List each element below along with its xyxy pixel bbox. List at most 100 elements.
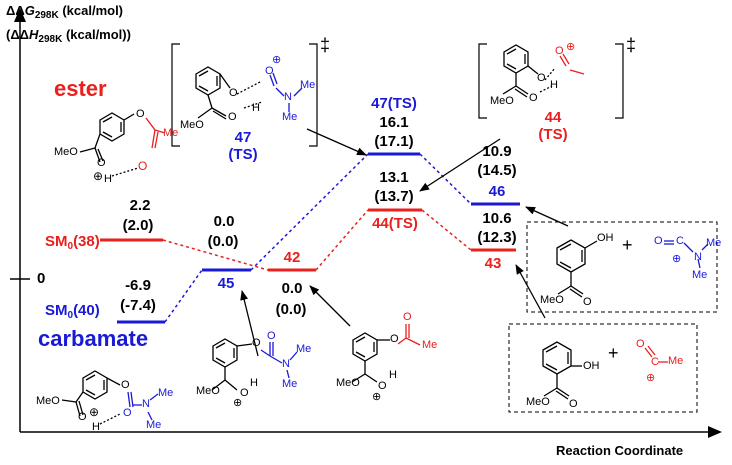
molecule-carbamate-product [61, 370, 159, 425]
y-axis-title-line2: (ΔΔH298K (kcal/mol)) [6, 27, 131, 45]
atom-me: Me [282, 111, 298, 123]
ester-pathway-label: ester [54, 76, 107, 101]
arrow-47-structure [306, 128, 367, 156]
atom-o: O [265, 65, 274, 77]
atom-me: Me [158, 387, 174, 399]
atom-o: O [229, 87, 238, 99]
atom-n: N [694, 251, 702, 263]
molecule-drawings [61, 44, 709, 425]
sm40-dh: (-7.4) [120, 297, 156, 314]
charge-plus: ⊕ [372, 391, 382, 403]
atom-o: O [529, 92, 538, 104]
ts44-dh: (13.7) [374, 188, 414, 205]
charge-plus: ⊕ [272, 54, 282, 66]
arrows [240, 128, 569, 357]
atom-o: O [121, 379, 130, 391]
arrow-46-box [525, 206, 569, 227]
atom-meo: MeO [526, 396, 550, 408]
atom-o: O [138, 159, 148, 173]
arrow-44-structure [419, 138, 501, 192]
atom-me: Me [296, 343, 312, 355]
atom-o: O [378, 380, 387, 392]
charge-plus: ⊕ [566, 41, 576, 53]
molecule-ester-product [79, 112, 166, 177]
molecule-box43 [542, 341, 668, 400]
charge-plus: ⊕ [93, 169, 104, 183]
atom-me: Me [692, 269, 708, 281]
atom-h: H [92, 421, 100, 433]
atom-meo: MeO [490, 95, 514, 107]
ts47-state-label: 47(TS) [371, 95, 417, 112]
molecule-42 [351, 324, 421, 383]
arrow-43-box [515, 264, 546, 319]
atom-oh: OH [597, 232, 614, 244]
atom-h: H [389, 369, 397, 381]
atom-me: Me [146, 419, 162, 431]
atom-me: Me [282, 378, 298, 390]
s45-dg: 0.0 [213, 213, 235, 230]
conn-44ts-43 [421, 209, 472, 251]
sm40-label: SM0(40) [45, 302, 100, 321]
connectors [162, 153, 472, 323]
atom-n: N [142, 398, 150, 410]
atom-oh: OH [583, 360, 600, 372]
atom-n: N [282, 358, 290, 370]
atom-h: H [550, 79, 558, 91]
s45-label: 45 [217, 275, 235, 292]
atom-o: O [228, 111, 237, 123]
molecule-box46 [556, 239, 709, 298]
atom-h: H [252, 102, 260, 114]
atom-me: Me [300, 79, 316, 91]
conn-sm38-42 [162, 239, 269, 271]
box-43-reactants [508, 323, 698, 413]
s42-dg: 0.0 [281, 280, 303, 297]
ts47-dg: 16.1 [379, 114, 409, 131]
ts-brackets [171, 43, 624, 147]
atom-meo: MeO [540, 294, 564, 306]
ts44-structure-number: 44 [544, 109, 562, 126]
atom-me: Me [422, 339, 438, 351]
atom-me: Me [668, 355, 684, 367]
arrow-42-structure [309, 285, 351, 327]
plus-sign: + [622, 235, 633, 255]
s43-dg: 10.6 [482, 210, 512, 227]
s46-label: 46 [488, 183, 506, 200]
atom-n: N [284, 91, 292, 103]
arrow-45-structure [240, 290, 259, 357]
atom-c: C [651, 356, 659, 368]
charge-plus: ⊕ [646, 372, 656, 384]
atom-o: O [403, 311, 412, 323]
atom-o: O [78, 411, 87, 423]
s46-dh: (14.5) [477, 162, 517, 179]
atom-o: O [390, 333, 399, 345]
box-46-reactants [526, 221, 718, 313]
sm38-dg: 2.2 [129, 197, 151, 214]
molecule-ts44 [502, 44, 585, 98]
sm38-label: SM0(38) [45, 233, 100, 252]
ts44-structure-ts: (TS) [538, 126, 568, 143]
reactant-boxes [508, 221, 718, 413]
sm40-dg: -6.9 [125, 277, 151, 294]
atom-o: O [267, 330, 276, 342]
atom-o: O [569, 398, 578, 410]
molecule-45 [211, 338, 298, 391]
atom-meo: MeO [36, 395, 60, 407]
s45-dh: (0.0) [207, 233, 239, 250]
ts47-dh: (17.1) [374, 133, 414, 150]
atom-h: H [250, 377, 258, 389]
sm38-dh: (2.0) [122, 217, 154, 234]
atom-o: O [123, 407, 132, 419]
molecule-ts47 [195, 66, 303, 120]
atom-o: O [537, 72, 546, 84]
charge-plus: ⊕ [89, 405, 100, 419]
atom-meo: MeO [336, 377, 360, 389]
atom-o: O [252, 337, 261, 349]
x-axis-title: Reaction Coordinate [556, 443, 684, 458]
ts44-dagger: ‡ [626, 35, 637, 55]
plus-sign: + [608, 343, 619, 363]
ts47-structure-number: 47 [234, 129, 252, 146]
atom-o: O [555, 45, 564, 57]
s43-label: 43 [484, 255, 502, 272]
conn-47ts-46 [419, 153, 472, 205]
ts44-dg: 13.1 [379, 169, 409, 186]
